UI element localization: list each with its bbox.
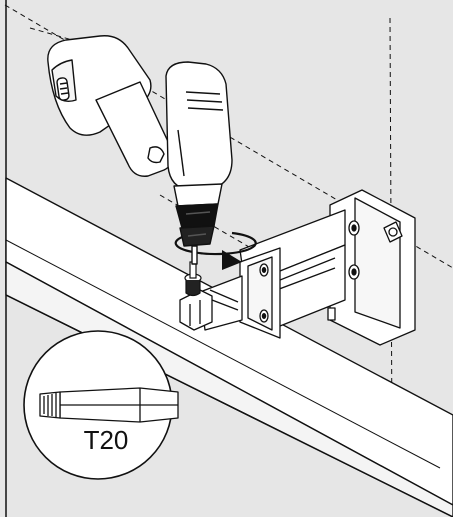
bit-size-label: T20	[84, 425, 129, 455]
rotation-arrow-icon	[174, 231, 257, 270]
shelf-beam	[5, 177, 453, 517]
torx-bit-icon	[39, 387, 179, 423]
cordless-drill	[47, 35, 233, 265]
screw	[184, 261, 202, 297]
mounting-bracket	[199, 189, 416, 346]
bit-callout: T20	[23, 330, 179, 480]
